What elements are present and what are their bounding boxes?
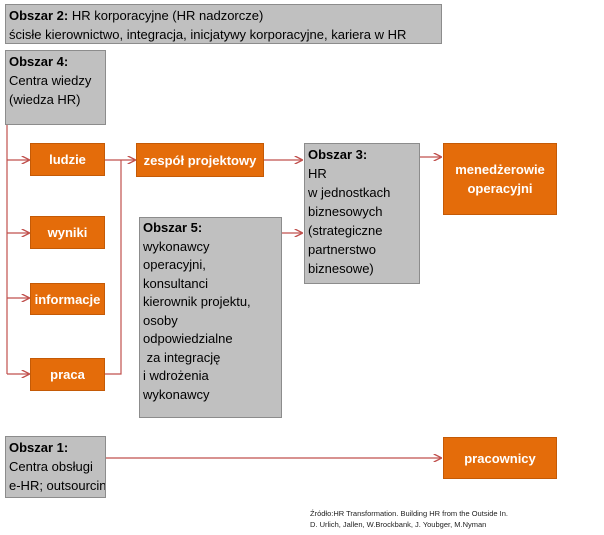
area-3-title: Obszar 3: [308, 147, 368, 162]
area-5-line: za integrację [143, 349, 221, 365]
area-2-box: Obszar 2: HR korporacyjne (HR nadzorcze)… [5, 4, 442, 44]
area-5-box: Obszar 5: wykonawcy operacyjni, konsulta… [139, 217, 282, 418]
area-5-line: osoby [143, 312, 178, 328]
employees-box: pracownicy [443, 437, 557, 479]
informacje-box: informacje [30, 283, 105, 315]
project-team-box: zespół projektowy [136, 143, 264, 177]
area-2-description: ścisłe kierownictwo, integracja, inicjat… [9, 27, 407, 42]
managers-line2: operacyjni [467, 181, 533, 196]
area-5-title: Obszar 5: [143, 220, 203, 235]
area-1-box: Obszar 1: Centra obsługi e-HR; outsourci… [5, 436, 106, 498]
area-3-line: HR [308, 166, 327, 181]
area-4-box: Obszar 4: Centra wiedzy (wiedza HR) [5, 50, 106, 125]
area-5-line: konsultanci [143, 275, 209, 291]
area-1-line2: e-HR; outsourcing [9, 478, 106, 493]
wyniki-box: wyniki [30, 216, 105, 249]
area-4-line1: Centra wiedzy [9, 73, 92, 88]
area-3-line: w jednostkach [308, 185, 391, 200]
area-3-line: biznesowych [308, 204, 383, 219]
source-line2: D. Urlich, Jallen, W.Brockbank, J. Youbg… [310, 520, 487, 529]
source-line1: Źródło:HR Transformation. Building HR fr… [310, 509, 508, 518]
area-2-subtitle: HR korporacyjne (HR nadzorcze) [68, 8, 264, 23]
area-5-line: i wdrożenia [143, 368, 209, 383]
area-4-line2: (wiedza HR) [9, 92, 81, 107]
source-note: Źródło:HR Transformation. Building HR fr… [310, 508, 508, 530]
area-5-line: kierownik projektu, [143, 294, 251, 309]
area-4-title: Obszar 4: [9, 54, 69, 69]
area-2-title: Obszar 2: [9, 8, 69, 23]
ludzie-box: ludzie [30, 143, 105, 176]
area-5-line: odpowiedzialne [143, 331, 233, 346]
area-5-line: operacyjni, [143, 257, 206, 272]
area-5-line: wykonawcy [143, 386, 210, 402]
area-3-line: partnerstwo [308, 242, 376, 257]
area-5-line: wykonawcy [143, 238, 210, 254]
praca-box: praca [30, 358, 105, 391]
area-3-line: biznesowe) [308, 261, 374, 276]
area-1-line1: Centra obsługi [9, 459, 93, 474]
managers-line1: menedżerowie [455, 162, 545, 177]
operational-managers-box: menedżerowie operacyjni [443, 143, 557, 215]
area-1-title: Obszar 1: [9, 440, 69, 455]
area-3-box: Obszar 3: HR w jednostkach biznesowych (… [304, 143, 420, 284]
area-3-line: (strategiczne [308, 223, 383, 238]
